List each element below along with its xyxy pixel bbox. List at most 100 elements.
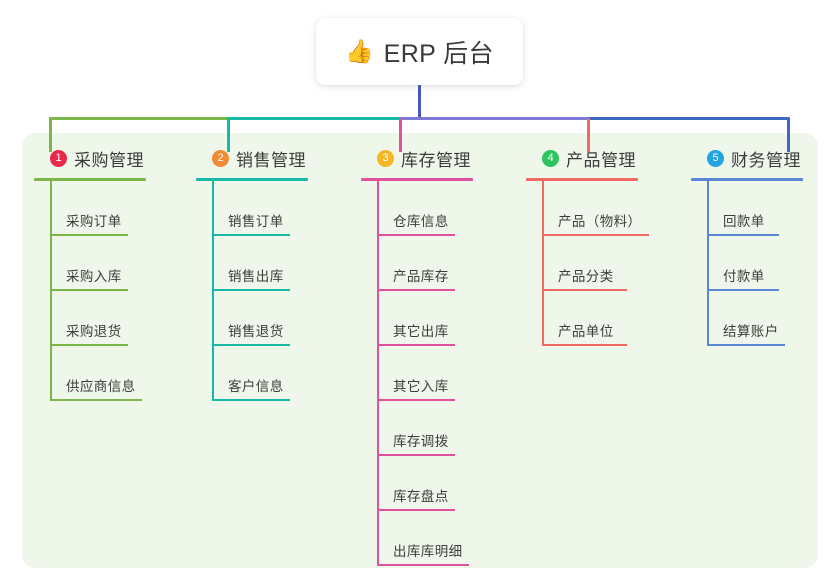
branch-spine [212, 181, 214, 401]
branch-item-label: 产品库存 [393, 269, 449, 284]
branch-item-label: 产品单位 [558, 324, 614, 339]
branch-item-list: 销售订单销售出库销售退货客户信息 [196, 181, 308, 401]
branch-header-4[interactable]: 4 产品管理 [526, 145, 641, 171]
branch-spine [50, 181, 52, 401]
branch-item[interactable]: 采购订单 [50, 181, 146, 236]
branch-item-underline [377, 509, 455, 511]
branch-item-label: 客户信息 [228, 379, 284, 394]
branch-item[interactable]: 销售订单 [212, 181, 308, 236]
branch-item[interactable]: 回款单 [707, 181, 803, 236]
branch-item[interactable]: 其它出库 [377, 291, 473, 346]
thumbs-up-icon: 👍 [345, 38, 374, 64]
branch-item-underline [377, 234, 455, 236]
branch-item-underline [212, 234, 290, 236]
branch-item-list: 产品（物料） 产品分类产品单位 [526, 181, 649, 346]
branch-spine [542, 181, 544, 346]
branch-header-5[interactable]: 5 财务管理 [691, 145, 803, 171]
branch-item-label: 其它出库 [393, 324, 449, 339]
branch-item[interactable]: 其它入库 [377, 346, 473, 401]
branch-header-underline [196, 178, 308, 181]
branch-title: 产品管理 [566, 150, 636, 170]
branch-item-label: 库存盘点 [393, 489, 449, 504]
branch-item-label: 采购退货 [66, 324, 122, 339]
branch-item-underline [542, 234, 649, 236]
branch-item-label: 采购订单 [66, 214, 122, 229]
branch-column-3: 3 库存管理仓库信息产品库存其它出库其它入库库存调拨库存盘点出库库明细 [361, 145, 473, 566]
branch-item-label: 产品分类 [558, 269, 614, 284]
branch-header-1[interactable]: 1 采购管理 [34, 145, 146, 171]
branch-item[interactable]: 产品单位 [542, 291, 641, 346]
branch-item-underline [377, 399, 455, 401]
branch-item[interactable]: 采购退货 [50, 291, 146, 346]
branch-number-badge: 5 [707, 149, 724, 167]
root-node-inner: 👍 ERP 后台 [345, 34, 494, 70]
branch-header-underline [361, 178, 473, 181]
branch-item-underline [707, 289, 779, 291]
branch-item-label: 仓库信息 [393, 214, 449, 229]
branch-item-label: 回款单 [723, 214, 765, 229]
branch-item-underline [707, 344, 785, 346]
branch-header-3[interactable]: 3 库存管理 [361, 145, 473, 171]
branch-number-badge: 1 [50, 149, 67, 167]
branch-item-label: 库存调拨 [393, 434, 449, 449]
branch-item-underline [50, 234, 128, 236]
branch-item-underline [377, 344, 455, 346]
root-node-title: ERP 后台 [383, 39, 494, 68]
branch-item[interactable]: 产品库存 [377, 236, 473, 291]
branch-item[interactable]: 付款单 [707, 236, 803, 291]
branch-item[interactable]: 出库库明细 [377, 511, 473, 566]
branch-item-underline [377, 564, 469, 566]
branch-title: 采购管理 [74, 150, 144, 170]
branch-item-label: 结算账户 [723, 324, 779, 339]
branch-item[interactable]: 结算账户 [707, 291, 803, 346]
branch-title: 销售管理 [236, 150, 306, 170]
branch-item-label: 采购入库 [66, 269, 122, 284]
branch-item[interactable]: 销售退货 [212, 291, 308, 346]
branch-item[interactable]: 产品分类 [542, 236, 641, 291]
branch-item-underline [707, 234, 779, 236]
branch-item-label: 供应商信息 [66, 379, 136, 394]
branch-item-list: 采购订单采购入库采购退货供应商信息 [34, 181, 146, 401]
branch-header-underline [691, 178, 803, 181]
branch-item-underline [212, 399, 290, 401]
branch-item-underline [377, 289, 455, 291]
branch-item[interactable]: 库存盘点 [377, 456, 473, 511]
branch-item-underline [542, 289, 627, 291]
branch-item[interactable]: 销售出库 [212, 236, 308, 291]
branch-item-list: 回款单付款单结算账户 [691, 181, 803, 346]
branch-number-badge: 3 [377, 149, 394, 167]
branch-item-label: 销售退货 [228, 324, 284, 339]
branch-item[interactable]: 客户信息 [212, 346, 308, 401]
branch-item-list: 仓库信息产品库存其它出库其它入库库存调拨库存盘点出库库明细 [361, 181, 473, 566]
branch-item-label: 出库库明细 [393, 544, 463, 559]
branch-item[interactable]: 采购入库 [50, 236, 146, 291]
branch-item-underline [212, 344, 290, 346]
branch-item[interactable]: 仓库信息 [377, 181, 473, 236]
branch-item-underline [50, 289, 128, 291]
branch-item[interactable]: 库存调拨 [377, 401, 473, 456]
branch-item-underline [212, 289, 290, 291]
diagram-background-panel [22, 133, 818, 568]
branch-item-label: 销售出库 [228, 269, 284, 284]
branch-item-label: 产品（物料） [558, 214, 642, 229]
branch-title: 库存管理 [401, 150, 471, 170]
branch-item-label: 付款单 [723, 269, 765, 284]
branch-number-badge: 4 [542, 149, 559, 167]
branch-item-underline [50, 344, 128, 346]
branch-item[interactable]: 产品（物料） [542, 181, 649, 236]
branch-title: 财务管理 [731, 150, 801, 170]
branch-item-label: 其它入库 [393, 379, 449, 394]
root-node-card[interactable]: 👍 ERP 后台 [316, 18, 523, 85]
branch-item[interactable]: 供应商信息 [50, 346, 146, 401]
branch-column-1: 1 采购管理采购订单采购入库采购退货供应商信息 [34, 145, 146, 401]
branch-item-underline [50, 399, 142, 401]
branch-spine [707, 181, 709, 346]
branch-header-underline [526, 178, 638, 181]
branch-spine [377, 181, 379, 566]
branch-column-4: 4 产品管理产品（物料） 产品分类产品单位 [526, 145, 649, 346]
branch-item-underline [377, 454, 455, 456]
branch-item-label: 销售订单 [228, 214, 284, 229]
branch-header-underline [34, 178, 146, 181]
